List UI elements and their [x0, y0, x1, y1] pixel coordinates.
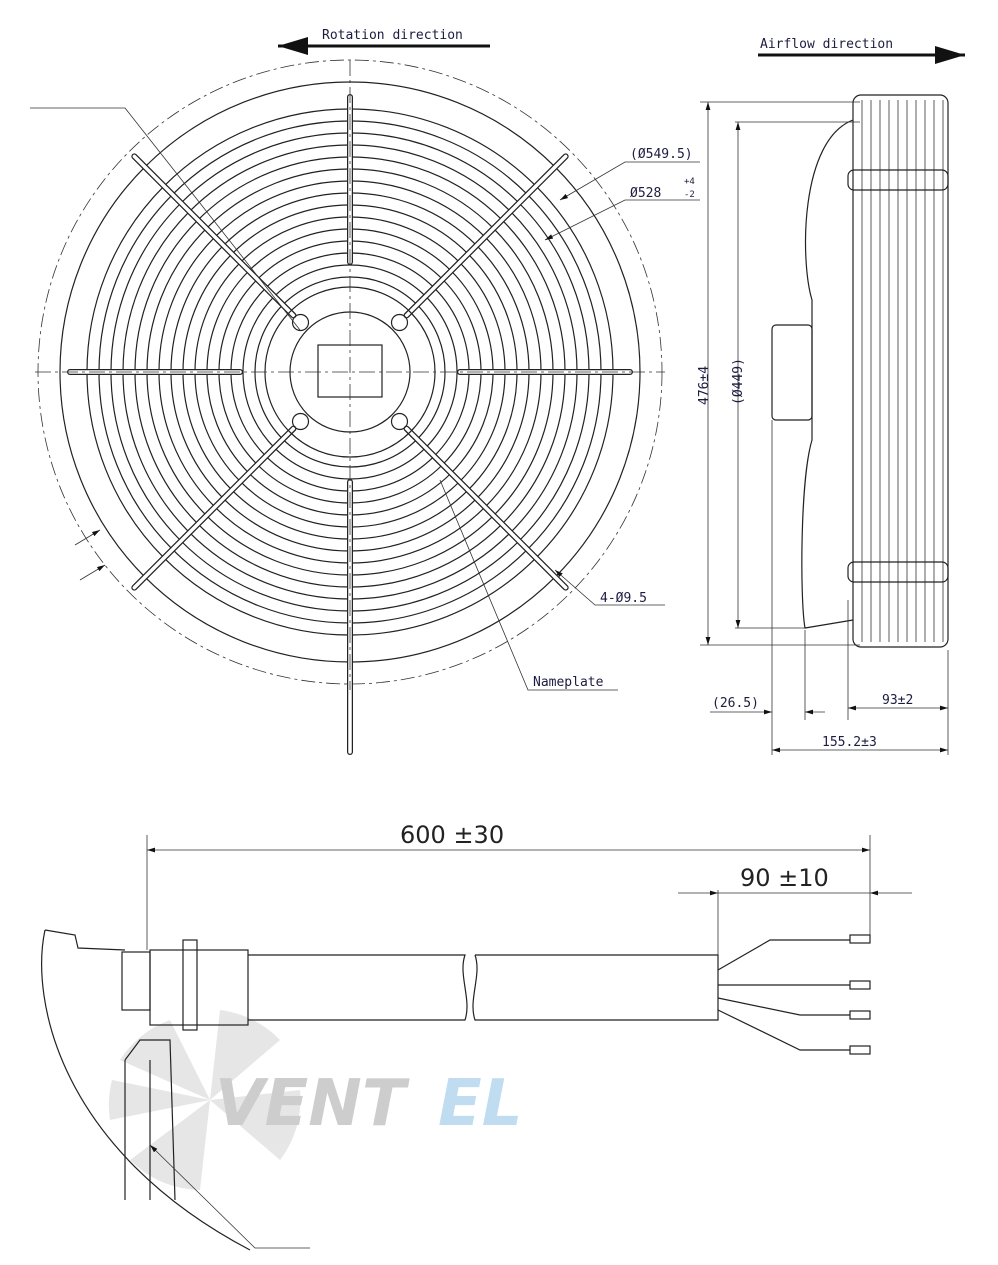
inner-diameter-label: (Ø449) — [731, 358, 746, 405]
depth-label: 93±2 — [882, 693, 913, 708]
grill-spoke-inner — [404, 154, 568, 318]
front-view: Rotation direction (Ø549.5) Ø528 +4 -2 4… — [30, 28, 700, 755]
offset-label: (26.5) — [712, 696, 759, 711]
mounting-hole — [291, 412, 310, 431]
leader-top-left — [30, 107, 301, 331]
cable-segment-1 — [248, 954, 468, 1021]
ventel-watermark: VENT EL — [108, 1010, 523, 1190]
diameter-528-label: Ø528 — [630, 186, 661, 201]
tolerance-minus: -2 — [684, 190, 695, 200]
stripped-length-label: 90 ±10 — [740, 864, 829, 892]
cable-clamp — [182, 939, 198, 1031]
leader-holes — [554, 569, 665, 606]
mounting-hole — [390, 313, 409, 332]
height-label: 476±4 — [697, 366, 712, 405]
airflow-direction-label: Airflow direction — [760, 37, 893, 52]
housing-rib-2 — [124, 1060, 151, 1200]
housing-edge — [44, 929, 126, 951]
mounting-hole — [291, 313, 310, 332]
cable-segment-2 — [472, 954, 719, 1021]
cable-sleeve — [149, 949, 249, 1026]
leader-bottom — [149, 1144, 310, 1249]
housing-fins — [861, 100, 944, 642]
wire-leads — [717, 934, 871, 1055]
leader-528 — [544, 199, 700, 241]
grill-spoke-inner — [132, 154, 296, 318]
grill-spoke-inner — [132, 426, 296, 590]
motor-side — [771, 324, 813, 421]
mounting-hole — [390, 412, 409, 431]
leader-nameplate — [439, 479, 618, 691]
holes-label: 4-Ø9.5 — [600, 591, 647, 606]
total-depth-label: 155.2±3 — [822, 735, 877, 750]
cable-view: 600 ±30 90 ±10 — [41, 821, 912, 1251]
nameplate-label: Nameplate — [533, 675, 604, 690]
top-bracket — [847, 169, 949, 191]
watermark-text-vent: VENT — [215, 1067, 410, 1141]
side-view: Airflow direction 476±4 (Ø449) (26.5) 93… — [697, 37, 965, 755]
cable-length-label: 600 ±30 — [400, 821, 504, 849]
grill-spoke-inner — [404, 426, 568, 590]
housing-arc — [41, 929, 251, 1251]
housing-rib-1 — [124, 1039, 176, 1201]
diameter-549-label: (Ø549.5) — [630, 147, 693, 162]
blade-profile — [801, 119, 854, 629]
leader-549 — [559, 161, 700, 201]
cable-gland — [121, 951, 151, 1011]
leader-left-2 — [79, 564, 106, 581]
leader-left-1 — [74, 529, 101, 546]
tolerance-plus: +4 — [684, 177, 695, 187]
watermark-text-el: EL — [438, 1067, 523, 1141]
rotation-direction-label: Rotation direction — [322, 28, 463, 43]
fan-housing-side — [852, 94, 949, 648]
bottom-bracket — [847, 561, 949, 583]
